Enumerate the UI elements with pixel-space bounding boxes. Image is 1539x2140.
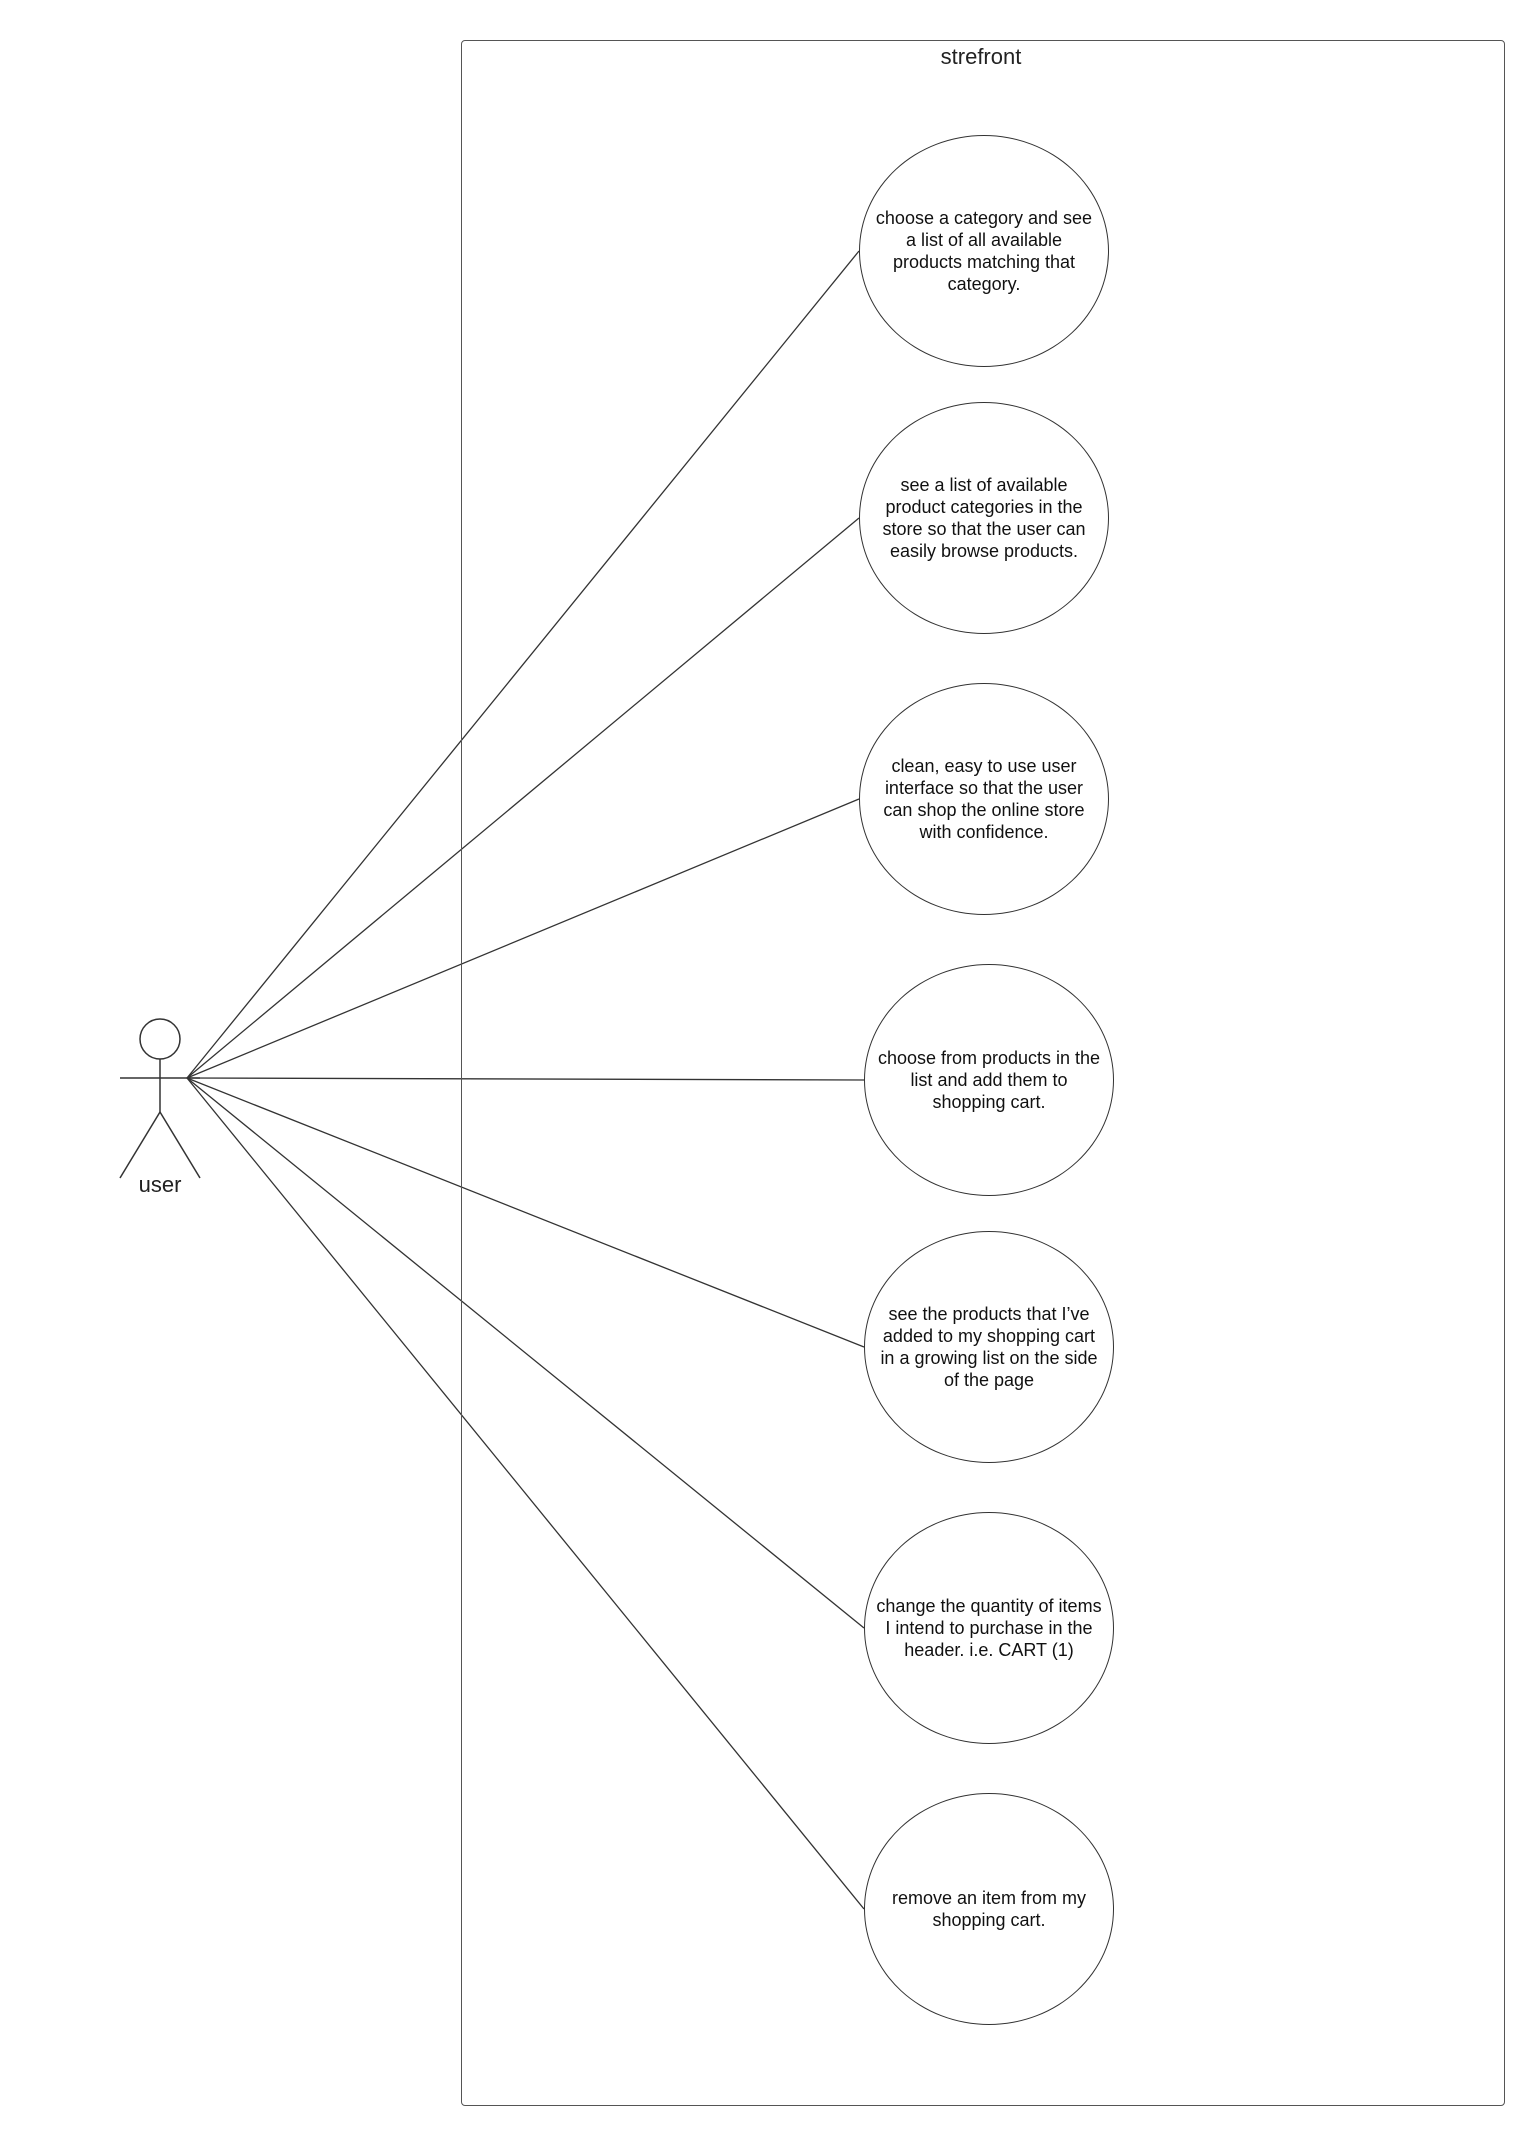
use-case-label: choose from products in the list and add… [877, 1048, 1101, 1112]
use-case-label: see a list of available product categori… [882, 475, 1086, 561]
actor-label: user [138, 1172, 182, 1197]
stick-figure-actor-icon [119, 1018, 201, 1179]
use-case-label: change the quantity of items I intend to… [876, 1596, 1102, 1660]
association-line-6 [186, 1077, 865, 1629]
use-case-label: remove an item from my shopping cart. [891, 1888, 1087, 1930]
actor-head [139, 1018, 181, 1060]
use-case-choose-category[interactable]: choose a category and see a list of all … [859, 135, 1109, 367]
use-case-view-cart-list[interactable]: see the products that I’ve added to my s… [864, 1231, 1114, 1463]
actor-left-leg [119, 1111, 161, 1179]
use-case-see-categories[interactable]: see a list of available product categori… [859, 402, 1109, 634]
system-boundary [461, 40, 1505, 2106]
use-case-change-quantity[interactable]: change the quantity of items I intend to… [864, 1512, 1114, 1744]
system-title: strefront [940, 44, 1022, 69]
actor-right-leg [159, 1111, 201, 1179]
use-case-label: clean, easy to use user interface so tha… [883, 756, 1085, 842]
use-case-label: see the products that I’ve added to my s… [880, 1304, 1098, 1390]
association-line-3 [186, 798, 860, 1079]
association-line-1 [186, 250, 860, 1079]
association-line-2 [186, 517, 860, 1079]
association-line-4 [186, 1077, 865, 1081]
use-case-clean-ui[interactable]: clean, easy to use user interface so tha… [859, 683, 1109, 915]
use-case-add-to-cart[interactable]: choose from products in the list and add… [864, 964, 1114, 1196]
association-line-7 [186, 1077, 865, 1910]
association-line-5 [186, 1077, 865, 1348]
use-case-remove-item[interactable]: remove an item from my shopping cart. [864, 1793, 1114, 2025]
use-case-label: choose a category and see a list of all … [875, 208, 1093, 294]
